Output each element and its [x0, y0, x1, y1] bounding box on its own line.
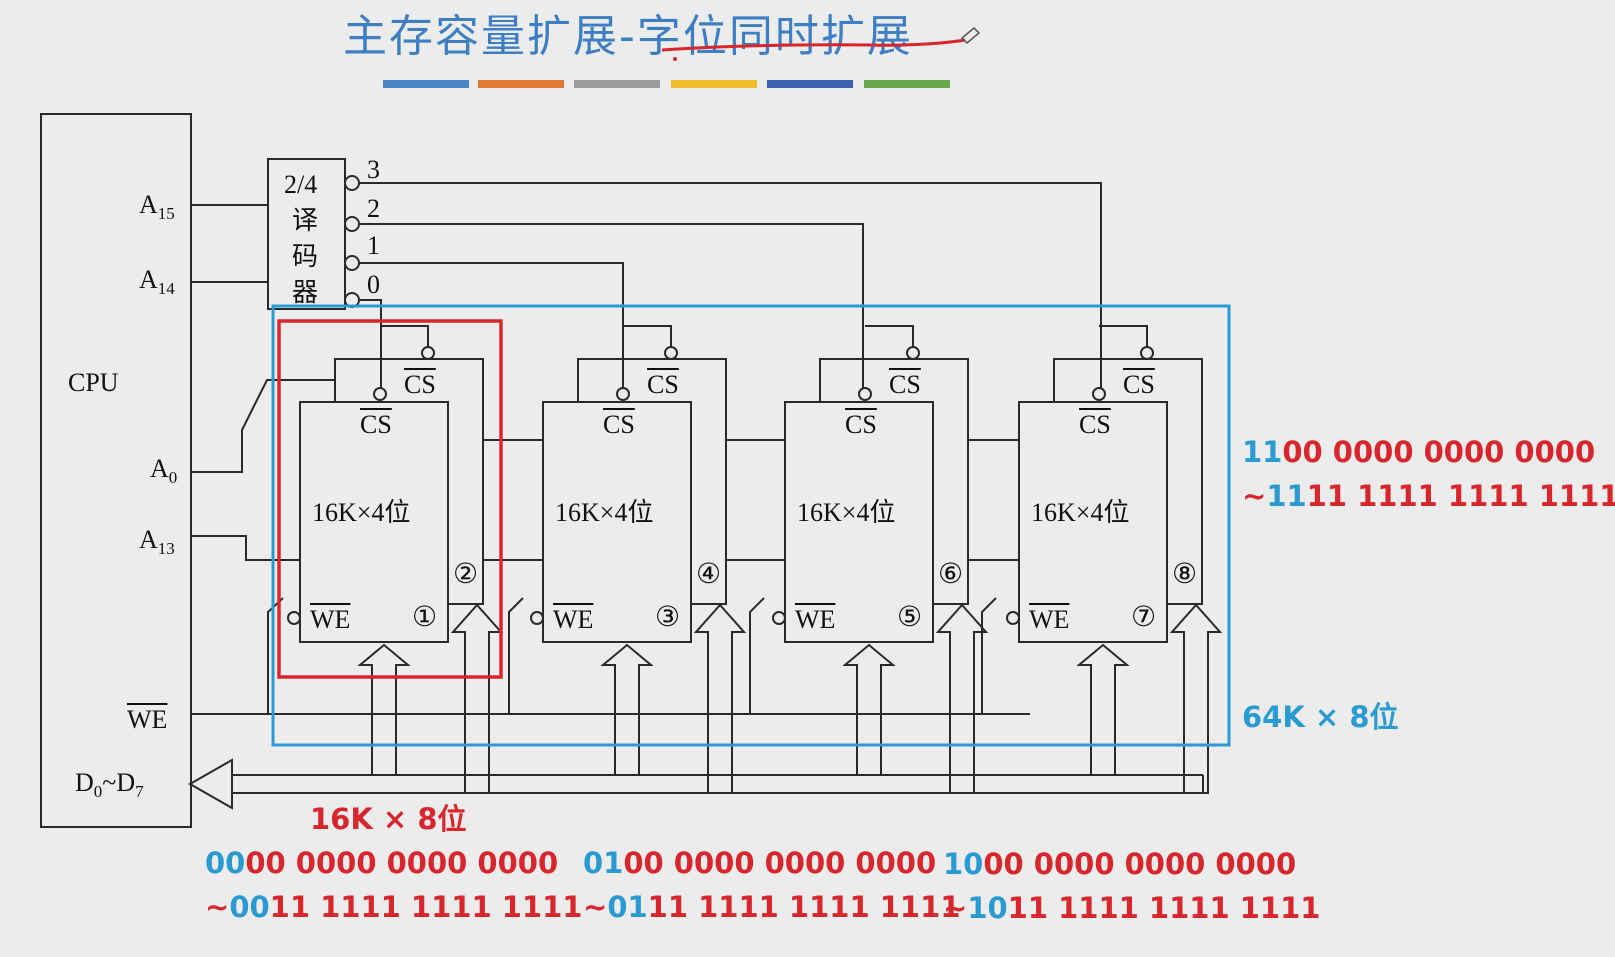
chip-outer-cs-pin: CS: [889, 370, 921, 399]
chip-inner-1: [299, 401, 449, 643]
chip-inner-3: [542, 401, 692, 643]
highlight-64k-group: [271, 304, 1231, 747]
color-bar-segment: [383, 80, 469, 88]
chip-inner-7: [1018, 401, 1168, 643]
pen-cursor-icon: [960, 26, 981, 45]
range3-start: 1100 0000 0000 0000: [1242, 435, 1596, 469]
chip-capacity-label: 16K×4位: [797, 498, 896, 527]
chip-outer-number: ⑧: [1172, 559, 1198, 590]
chip-we-pin: WE: [310, 605, 351, 634]
annotation-dot: [673, 57, 677, 61]
a13-label: A13: [139, 525, 175, 559]
decoder-output-0: 0: [367, 270, 380, 299]
chip-outer-cs-pin: CS: [404, 370, 436, 399]
range2-end: ~1011 1111 1111 1111: [943, 891, 1321, 925]
color-bar-segment: [478, 80, 564, 88]
chip-outer-number: ⑥: [938, 559, 964, 590]
range0-start: 0000 0000 0000 0000: [205, 846, 559, 880]
color-bar-segment: [864, 80, 950, 88]
color-bar-segment: [767, 80, 853, 88]
cpu-we-label: WE: [127, 705, 168, 734]
chip-capacity-label: 16K×4位: [555, 498, 654, 527]
chip-we-pin: WE: [1029, 605, 1070, 634]
cpu-box: [40, 113, 192, 828]
chip-inner-number: ①: [412, 602, 438, 633]
chip-inner-number: ⑤: [897, 602, 923, 633]
chip-outer-number: ②: [453, 559, 479, 590]
decoder-label-line2: 译: [292, 206, 319, 235]
decoder-label-line3: 码: [292, 242, 319, 271]
range0-end: ~0011 1111 1111 1111: [205, 890, 583, 924]
decoder-output-3: 3: [367, 155, 380, 184]
group-16k-label: 16K × 8位: [310, 802, 467, 836]
chip-inner-number: ③: [655, 602, 681, 633]
total-64k-label: 64K × 8位: [1242, 700, 1399, 734]
title-color-bar: [383, 80, 950, 88]
chip-inner-5: [784, 401, 934, 643]
decoder-label-line4: 器: [292, 278, 319, 307]
chip-capacity-label: 16K×4位: [312, 498, 411, 527]
a14-label: A14: [139, 265, 175, 299]
highlight-16k-group: [277, 319, 503, 679]
chip-inner-cs-pin: CS: [845, 410, 877, 439]
chip-outer-cs-pin: CS: [647, 370, 679, 399]
decoder-label-line1: 2/4: [284, 170, 318, 199]
data-bus-label: D0~D7: [75, 768, 144, 802]
page-title: 主存容量扩展-字位同时扩展: [343, 11, 913, 62]
a15-label: A15: [139, 190, 175, 224]
chip-inner-cs-pin: CS: [603, 410, 635, 439]
chip-inner-cs-pin: CS: [1079, 410, 1111, 439]
chip-inner-number: ⑦: [1131, 602, 1157, 633]
a0-label: A0: [150, 454, 178, 488]
range2-start: 1000 0000 0000 0000: [943, 847, 1297, 881]
chip-we-pin: WE: [553, 605, 594, 634]
range1-end: ~0111 1111 1111 1111: [583, 890, 961, 924]
chip-outer-number: ④: [696, 559, 722, 590]
decoder-output-1: 1: [367, 231, 380, 260]
decoder-box: [267, 158, 346, 310]
title-underline-annotation: [661, 38, 966, 52]
chip-we-pin: WE: [795, 605, 836, 634]
range3-end: ~1111 1111 1111 1111: [1242, 479, 1615, 513]
chip-outer-cs-pin: CS: [1123, 370, 1155, 399]
color-bar-segment: [671, 80, 757, 88]
chip-capacity-label: 16K×4位: [1031, 498, 1130, 527]
range1-start: 0100 0000 0000 0000: [583, 846, 937, 880]
chip-inner-cs-pin: CS: [360, 410, 392, 439]
cpu-label: CPU: [68, 368, 119, 397]
decoder-output-2: 2: [367, 194, 380, 223]
color-bar-segment: [574, 80, 660, 88]
